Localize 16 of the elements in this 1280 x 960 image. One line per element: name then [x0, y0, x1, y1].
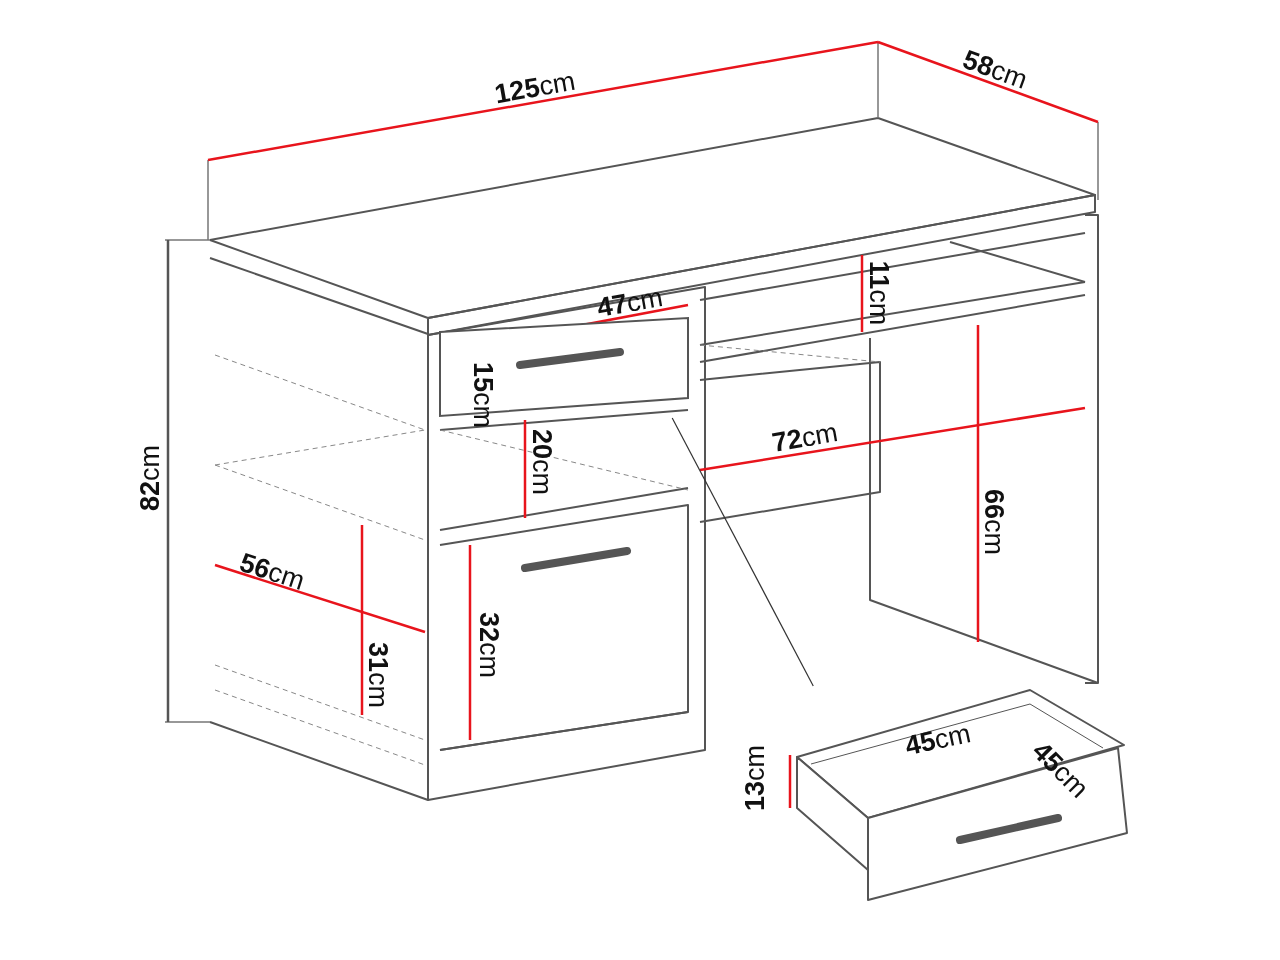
dimension-label: 45cm: [1027, 737, 1093, 803]
dimension-label: 45cm: [902, 719, 974, 761]
dimension-label: 47cm: [595, 283, 665, 323]
dimension-label: 72cm: [770, 418, 840, 458]
dimension-label: 58cm: [959, 46, 1031, 94]
dimension-label: 32cm: [474, 612, 502, 678]
dimension-label: 125cm: [492, 67, 578, 109]
leader-line: [671, 417, 814, 687]
dimension-label: 15cm: [468, 362, 496, 428]
dimension-label: 82cm: [136, 445, 164, 511]
dimension-label: 11cm: [864, 260, 892, 326]
dimension-label: 66cm: [979, 489, 1007, 555]
dimension-label: 13cm: [741, 745, 769, 811]
dimension-label: 31cm: [363, 642, 391, 708]
dimension-label: 56cm: [236, 548, 308, 596]
dimension-label: 20cm: [527, 429, 555, 495]
